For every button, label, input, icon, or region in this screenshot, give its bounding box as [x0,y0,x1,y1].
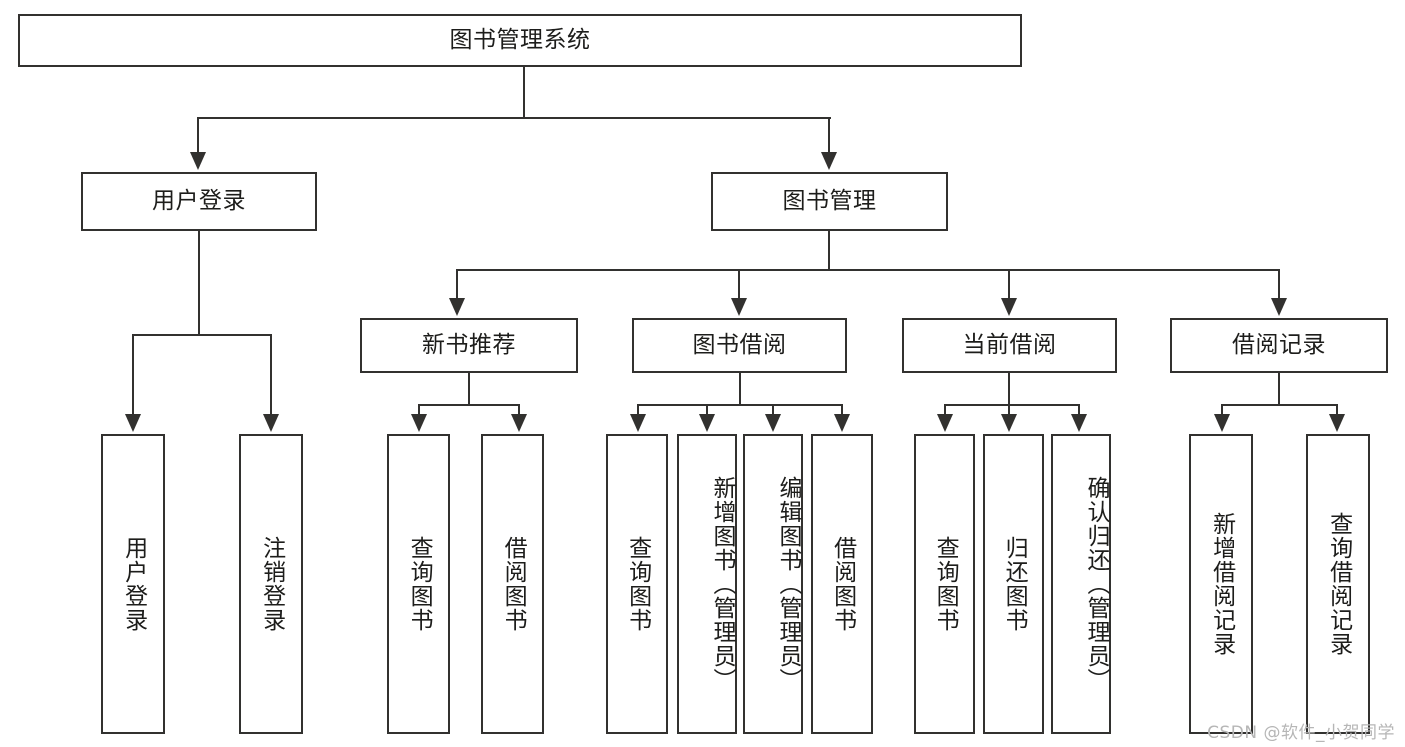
edge-borrow-record-branch-bar [1221,404,1338,406]
edge-cb-to-leaf-3 [1078,404,1080,418]
arrow-bm-to-current-borrow [1001,298,1017,316]
edge-current-borrow-branch-bar [944,404,1080,406]
edge-bb-to-leaf-3 [772,404,774,418]
arrow-bm-to-borrow-record [1271,298,1287,316]
edge-book-borrow-stem [739,373,741,406]
edge-br-to-leaf-1 [1221,404,1223,418]
arrow-bm-to-book-borrow [731,298,747,316]
leaf-book-borrow-add-book-admin[interactable]: 新增图书（管理员） [677,434,737,734]
node-label: 借阅记录 [1232,331,1326,358]
node-label: 注销登录 [258,536,285,632]
arrow-new-book-to-leaf-1 [411,414,427,432]
node-label: 查询图书 [932,536,959,632]
arrow-user-login-to-leaf-1 [125,414,141,432]
arrow-cb-to-leaf-1 [937,414,953,432]
arrow-bb-to-leaf-1 [630,414,646,432]
node-book-management[interactable]: 图书管理 [711,172,948,231]
watermark-csdn: CSDN @软件_小贺同学 [1207,723,1395,743]
edge-new-book-branch-bar [418,404,520,406]
edge-bm-to-book-borrow [738,269,740,300]
node-root-book-management-system[interactable]: 图书管理系统 [18,14,1022,67]
edge-root-to-user-login [197,117,199,154]
arrow-bb-to-leaf-2 [699,414,715,432]
edge-bm-to-new-book [456,269,458,300]
leaf-book-borrow-borrow-book[interactable]: 借阅图书 [811,434,873,734]
arrow-user-login-to-leaf-2 [263,414,279,432]
node-label: 图书借阅 [692,331,787,358]
edge-bb-to-leaf-2 [706,404,708,418]
edge-new-book-to-leaf-2 [518,404,520,418]
edge-bb-to-leaf-1 [637,404,639,418]
edge-bb-to-leaf-4 [841,404,843,418]
node-label: 用户登录 [152,187,246,214]
arrow-bm-to-new-book [449,298,465,316]
edge-user-login-to-leaf-2 [270,334,272,416]
edge-br-to-leaf-2 [1336,404,1338,418]
arrow-new-book-to-leaf-2 [511,414,527,432]
arrow-br-to-leaf-1 [1214,414,1230,432]
node-label: 借阅图书 [500,536,527,632]
edge-root-to-book-management [828,117,830,154]
edge-user-login-branch-bar [132,334,272,336]
leaf-borrow-record-add-record[interactable]: 新增借阅记录 [1189,434,1253,734]
leaf-new-book-borrow-book[interactable]: 借阅图书 [481,434,544,734]
arrow-br-to-leaf-2 [1329,414,1345,432]
arrow-root-to-book-management [821,152,837,170]
leaf-current-borrow-confirm-return-admin[interactable]: 确认归还（管理员） [1051,434,1111,734]
arrow-bb-to-leaf-4 [834,414,850,432]
edge-book-borrow-branch-bar [637,404,843,406]
node-label: 确认归还（管理员） [1083,476,1109,692]
edge-new-book-to-leaf-1 [418,404,420,418]
node-book-borrow[interactable]: 图书借阅 [632,318,847,373]
node-label: 当前借阅 [962,331,1057,358]
leaf-book-borrow-query-book[interactable]: 查询图书 [606,434,668,734]
leaf-book-borrow-edit-book-admin[interactable]: 编辑图书（管理员） [743,434,803,734]
node-label: 图书管理 [782,187,877,214]
edge-root-stem [523,67,525,118]
edge-book-management-branch-bar [456,269,1280,271]
node-label: 图书管理系统 [449,26,591,53]
node-label: 新增借阅记录 [1208,512,1235,656]
leaf-user-login-login[interactable]: 用户登录 [101,434,165,734]
edge-bm-to-borrow-record [1278,269,1280,300]
node-label: 查询图书 [406,536,433,632]
leaf-new-book-query-book[interactable]: 查询图书 [387,434,450,734]
edge-book-management-stem [828,231,830,271]
node-label: 查询借阅记录 [1325,512,1352,656]
edge-new-book-stem [468,373,470,406]
node-label: 编辑图书（管理员） [775,476,801,692]
leaf-borrow-record-query-record[interactable]: 查询借阅记录 [1306,434,1370,734]
leaf-current-borrow-return-book[interactable]: 归还图书 [983,434,1044,734]
node-current-borrow[interactable]: 当前借阅 [902,318,1117,373]
edge-user-login-to-leaf-1 [132,334,134,416]
node-label: 归还图书 [1001,536,1028,632]
edge-root-branch-bar [197,117,831,119]
edge-current-borrow-stem [1008,373,1010,406]
node-label: 新增图书（管理员） [709,476,735,692]
edge-borrow-record-stem [1278,373,1280,406]
edge-cb-to-leaf-2 [1008,404,1010,418]
leaf-user-login-logout[interactable]: 注销登录 [239,434,303,734]
arrow-bb-to-leaf-3 [765,414,781,432]
node-label: 查询图书 [624,536,651,632]
edge-cb-to-leaf-1 [944,404,946,418]
node-borrow-record[interactable]: 借阅记录 [1170,318,1388,373]
arrow-cb-to-leaf-3 [1071,414,1087,432]
edge-user-login-stem [198,231,200,335]
node-user-login[interactable]: 用户登录 [81,172,317,231]
arrow-root-to-user-login [190,152,206,170]
node-label: 新书推荐 [422,331,516,358]
node-label: 借阅图书 [829,536,856,632]
node-label: 用户登录 [120,536,147,632]
node-new-book-recommend[interactable]: 新书推荐 [360,318,578,373]
arrow-cb-to-leaf-2 [1001,414,1017,432]
leaf-current-borrow-query-book[interactable]: 查询图书 [914,434,975,734]
edge-bm-to-current-borrow [1008,269,1010,300]
